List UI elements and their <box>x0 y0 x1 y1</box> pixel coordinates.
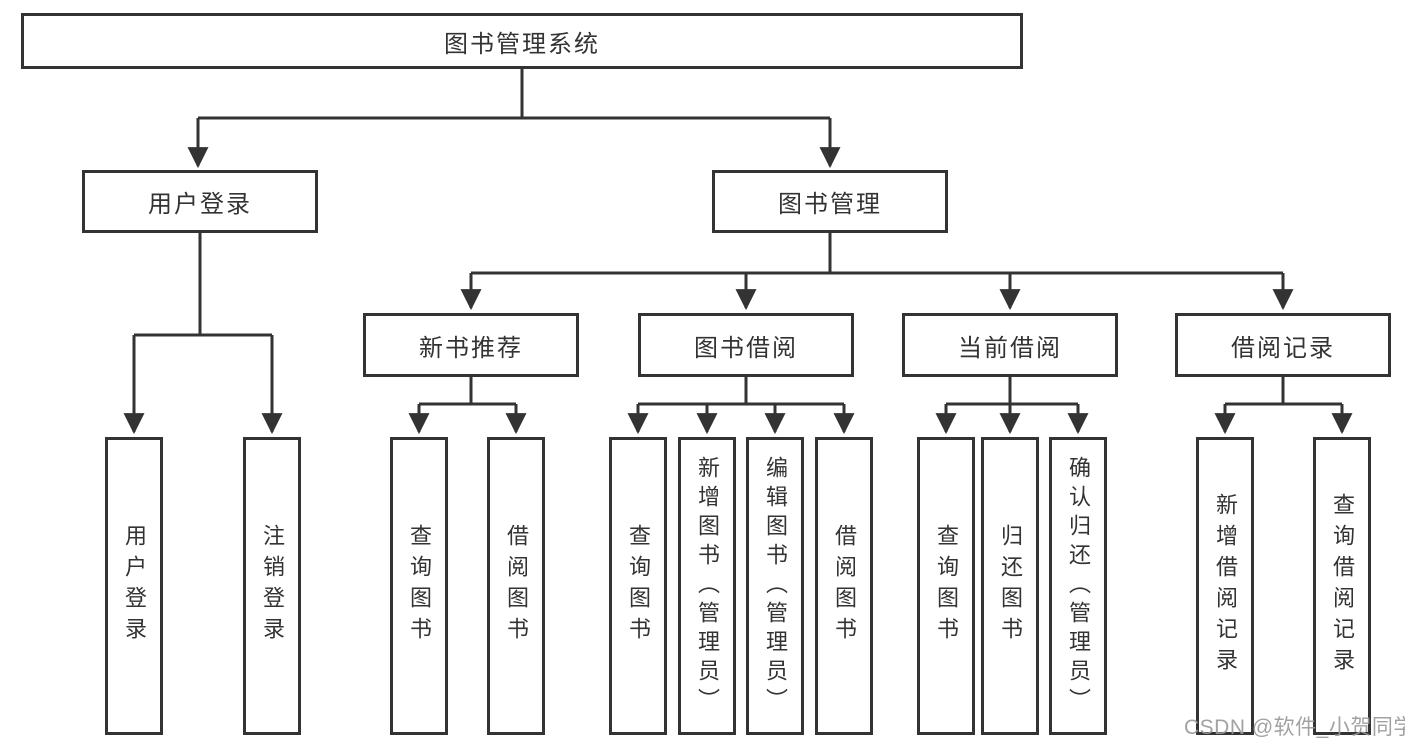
connector-new-book-recommendation-children <box>408 377 527 435</box>
node-borrowing-records: 借阅记录 <box>1175 313 1391 377</box>
node-label: 图书借阅 <box>694 334 798 362</box>
leaf-search-books-2: 查询图书 <box>609 437 667 735</box>
connector-user-login-children <box>123 233 283 435</box>
connector-root-to-level2 <box>187 69 841 169</box>
leaf-label: 编辑图书（管理员） <box>763 455 788 717</box>
node-label: 图书管理 <box>778 191 882 218</box>
leaf-label: 用户登录 <box>122 524 147 648</box>
leaf-logout: 注销登录 <box>243 437 301 735</box>
node-library-management-system: 图书管理系统 <box>21 13 1023 69</box>
connector-book-borrowing-children <box>627 377 855 435</box>
leaf-label: 查询图书 <box>934 524 959 648</box>
leaf-label: 确认归还（管理员） <box>1066 455 1091 717</box>
leaf-label: 注销登录 <box>260 524 285 648</box>
leaf-confirm-return-admin: 确认归还（管理员） <box>1049 437 1107 735</box>
leaf-label: 借阅图书 <box>504 524 529 648</box>
leaf-edit-books-admin: 编辑图书（管理员） <box>746 437 804 735</box>
node-label: 图书管理系统 <box>444 30 600 58</box>
leaf-search-books-1: 查询图书 <box>390 437 448 735</box>
leaf-label: 借阅图书 <box>832 524 857 648</box>
connector-book-management-children <box>460 233 1294 311</box>
node-current-borrowing: 当前借阅 <box>902 313 1118 377</box>
leaf-return-books: 归还图书 <box>981 437 1039 735</box>
leaf-add-borrow-record: 新增借阅记录 <box>1196 437 1254 735</box>
leaf-user-login: 用户登录 <box>105 437 163 735</box>
leaf-label: 新增借阅记录 <box>1213 493 1238 679</box>
node-book-management: 图书管理 <box>712 170 948 233</box>
leaf-label: 查询图书 <box>626 524 651 648</box>
leaf-label: 新增图书（管理员） <box>695 455 720 717</box>
leaf-add-books-admin: 新增图书（管理员） <box>678 437 736 735</box>
leaf-label: 查询图书 <box>407 524 432 648</box>
leaf-borrow-books-1: 借阅图书 <box>487 437 545 735</box>
leaf-borrow-books-2: 借阅图书 <box>815 437 873 735</box>
node-label: 当前借阅 <box>958 334 1062 362</box>
csdn-watermark: CSDN @软件_小贺同学 <box>1184 716 1405 739</box>
node-book-borrowing: 图书借阅 <box>638 313 854 377</box>
leaf-label: 查询借阅记录 <box>1330 493 1355 679</box>
node-label: 借阅记录 <box>1231 334 1335 362</box>
node-user-login: 用户登录 <box>82 170 318 233</box>
leaf-label: 归还图书 <box>998 524 1023 648</box>
node-label: 用户登录 <box>148 191 252 218</box>
leaf-search-borrow-record: 查询借阅记录 <box>1313 437 1371 735</box>
connector-current-borrowing-children <box>935 377 1089 435</box>
node-label: 新书推荐 <box>419 334 523 362</box>
connector-borrowing-records-children <box>1214 377 1353 435</box>
leaf-search-books-3: 查询图书 <box>917 437 975 735</box>
node-new-book-recommendation: 新书推荐 <box>363 313 579 377</box>
